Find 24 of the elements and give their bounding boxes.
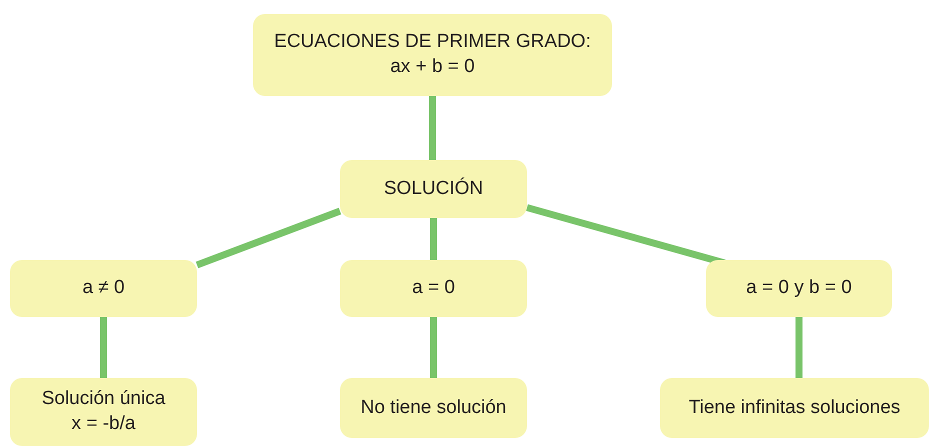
node-text: a ≠ 0 (82, 276, 125, 300)
concept-box (660, 378, 929, 438)
concept-box (253, 14, 612, 96)
node-text: a = 0 y b = 0 (746, 276, 852, 300)
node-text: ECUACIONES DE PRIMER GRADO: (274, 30, 591, 54)
concept-box (10, 378, 197, 446)
connector-line (100, 317, 107, 378)
connector-line (196, 208, 342, 268)
node-text: ax + b = 0 (390, 55, 475, 79)
concept-box (706, 260, 892, 317)
node-text: x = -b/a (72, 412, 136, 436)
connector-line (429, 96, 436, 160)
concept-box (10, 260, 197, 317)
connector-line (430, 218, 437, 260)
concept-box (340, 160, 527, 218)
node-text: SOLUCIÓN (384, 176, 484, 201)
node-text: Solución única (42, 387, 166, 412)
connector-line (796, 317, 802, 378)
concept-box (340, 260, 527, 317)
concept-box (340, 378, 527, 438)
node-text: a = 0 (412, 276, 455, 300)
node-text: Tiene infinitas soluciones (688, 396, 900, 420)
connector-line (430, 317, 437, 378)
node-text: No tiene solución (360, 396, 506, 420)
